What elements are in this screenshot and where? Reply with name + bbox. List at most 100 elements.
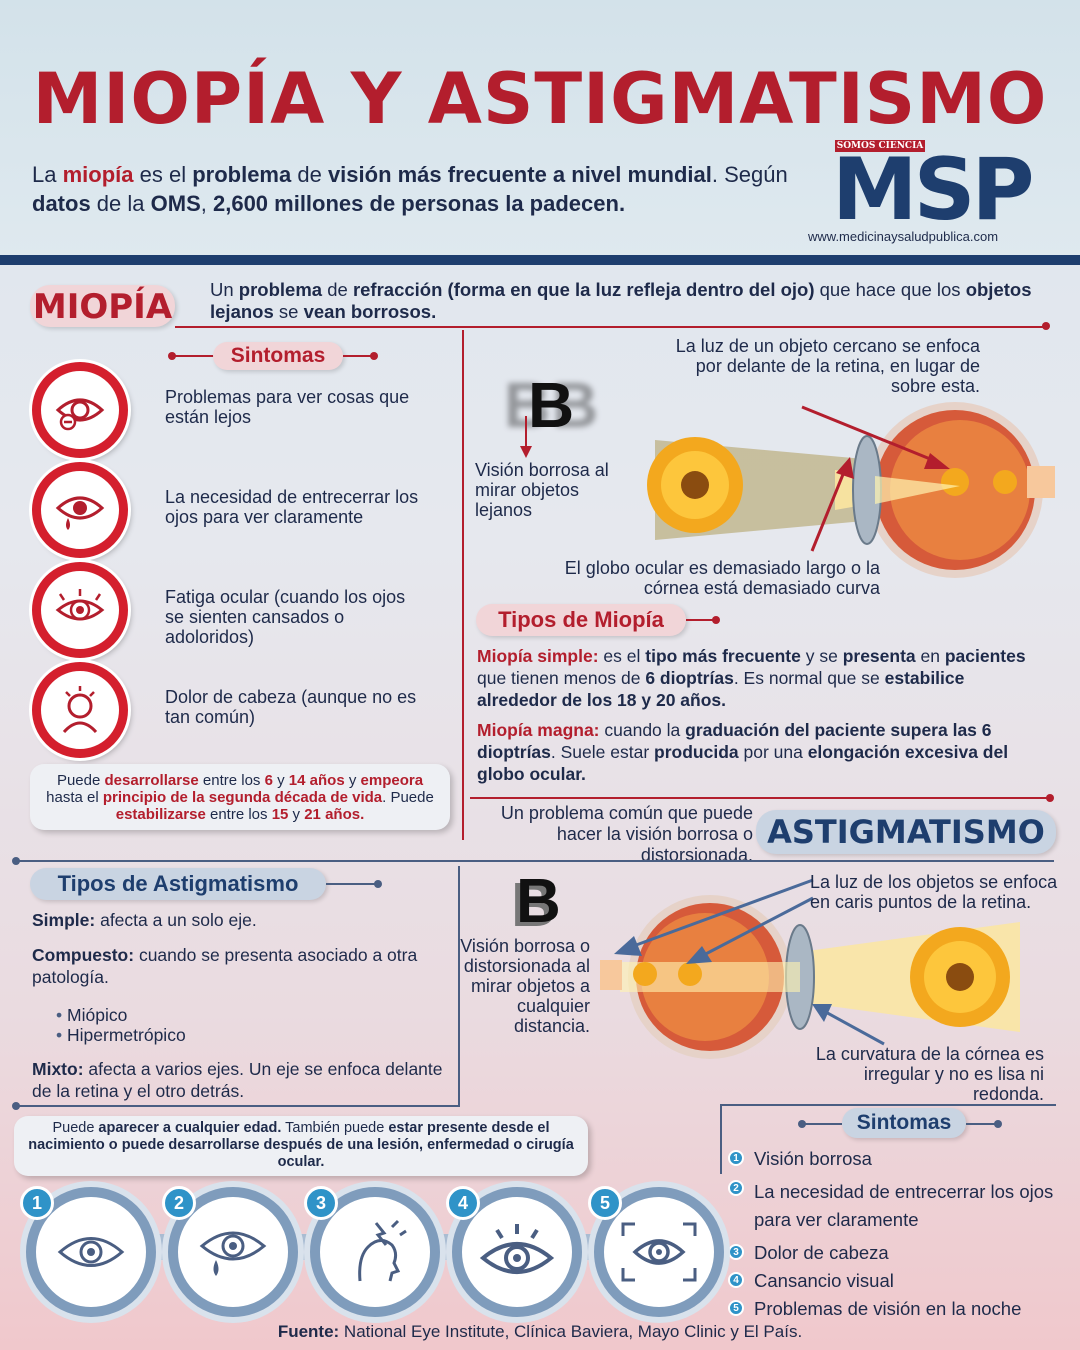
astig-caption-left: Visión borrosa o distorsionada al mirar … <box>460 936 590 1036</box>
astig-bullet-1: • Miópico <box>56 1005 128 1025</box>
rule-dot <box>798 1120 806 1128</box>
intro-text: La miopía es el problema de visión más f… <box>32 162 788 216</box>
page-title: MIOPÍA Y ASTIGMATISMO <box>32 58 1048 140</box>
miopia-vertical-rule <box>462 330 464 840</box>
tearing-eye-icon <box>199 1231 267 1276</box>
rule-dot <box>370 352 378 360</box>
blurred-letter-b: B <box>528 369 575 441</box>
headache-icon <box>358 1219 407 1282</box>
types-line <box>686 619 714 621</box>
eye-rays-icon <box>479 1224 555 1274</box>
symptoms-rule <box>720 1104 1056 1106</box>
rule-dot <box>1046 794 1054 802</box>
rule-dot <box>12 1102 20 1110</box>
astig-compuesto: Compuesto: cuando se presenta asociado a… <box>32 945 418 987</box>
miopia-heading: MIOPÍA <box>30 285 175 327</box>
symptom-circle-4 <box>32 662 128 758</box>
number-badge: 4 <box>728 1272 744 1288</box>
myopia-eye-diagram <box>647 402 1055 578</box>
flower-icon <box>647 437 743 533</box>
tired-eye-icon <box>55 589 105 621</box>
eye-strain-icon <box>55 398 105 431</box>
miopia-definition: Un problema de refracción (forma en que … <box>210 279 1032 322</box>
tearing-eye-icon <box>55 496 105 530</box>
miopia-rule <box>175 326 1045 328</box>
sintomas-line-left <box>800 1123 842 1125</box>
symptoms-vertical-rule <box>720 1104 722 1174</box>
source-footer: Fuente: National Eye Institute, Clínica … <box>277 1322 803 1341</box>
astig-vertical-rule <box>458 866 460 1106</box>
number-badge: 5 <box>588 1186 622 1220</box>
symptom-text-3: Fatiga ocular (cuando los ojos se siente… <box>165 587 406 647</box>
number-badge: 1 <box>728 1150 744 1166</box>
astig-age-note: Puede aparecer a cualquier edad. También… <box>14 1116 588 1176</box>
flower-icon <box>910 927 1010 1027</box>
miopia-age-note: Puede desarrollarse entre los 6 y 14 año… <box>30 764 450 830</box>
rule-dot <box>1042 322 1050 330</box>
header-band <box>0 0 1080 258</box>
symptom-circle-1 <box>32 362 128 458</box>
eye-focus-icon <box>621 1222 697 1282</box>
number-badge: 1 <box>20 1186 54 1220</box>
number-badge: 2 <box>728 1180 744 1196</box>
astig-definition: Un problema común que puede hacer la vis… <box>500 803 753 865</box>
rule-dot <box>994 1120 1002 1128</box>
number-badge: 3 <box>728 1244 744 1260</box>
miopia-simple-text: Miopía simple: es el tipo más frecuente … <box>477 646 1026 710</box>
astig-heading: ASTIGMATISMO <box>756 810 1056 854</box>
sintomas-line-right <box>343 355 373 357</box>
rule-dot <box>168 352 176 360</box>
distorted-letter-b: B <box>516 867 561 936</box>
number-badge: 2 <box>162 1186 196 1220</box>
astig-caption-bottom: La curvatura de la córnea es irregular y… <box>815 1044 1044 1104</box>
sintomas-line-right <box>966 1123 996 1125</box>
logo-tagline: SOMOS CIENCIA <box>835 140 925 152</box>
astig-mid-rule <box>14 1105 460 1107</box>
astig-symptoms-heading: Sintomas <box>842 1108 966 1138</box>
astigmatism-eye-diagram <box>600 895 1020 1059</box>
miopia-caption-bottom: El globo ocular es demasiado largo o la … <box>564 558 880 598</box>
miopia-caption-top: La luz de un objeto cercano se enfoca po… <box>675 336 980 396</box>
symptom-circle-2 <box>32 462 128 558</box>
sintomas-line-left <box>170 355 215 357</box>
miopia-caption-left: Visión borrosa al mirar objetos lejanos <box>475 460 609 520</box>
symptom-text-2: La necesidad de entrecerrar los ojos par… <box>165 487 419 527</box>
symptom-icon-5 <box>594 1187 724 1317</box>
types-line <box>326 883 376 885</box>
miopia-bottom-rule <box>470 797 1050 799</box>
rule-dot <box>374 880 382 888</box>
symptom-text-1: Problemas para ver cosas que están lejos <box>165 387 410 427</box>
astig-types-heading: Tipos de Astigmatismo <box>30 868 326 900</box>
symptom-text-4: Dolor de cabeza (aunque no es tan común) <box>165 687 417 727</box>
number-badge: 4 <box>446 1186 480 1220</box>
astig-caption-top: La luz de los objetos se enfoca en caris… <box>810 872 1058 912</box>
site-url: www.medicinaysaludpublica.com <box>808 229 999 244</box>
astig-rule <box>14 860 1054 862</box>
symptom-circle-3 <box>32 562 128 658</box>
down-arrow-icon <box>520 416 532 458</box>
arrow-to-cornea-icon <box>810 457 854 552</box>
miopia-magna-text: Miopía magna: cuando la graduación del p… <box>477 720 1009 784</box>
astig-simple: Simple: afecta a un solo eje. <box>32 910 257 930</box>
astig-mixto: Mixto: afecta a varios ejes. Un eje se e… <box>32 1059 443 1101</box>
rule-dot <box>12 857 20 865</box>
msp-logo: MSP <box>832 140 1035 240</box>
astig-bullet-2: • Hipermetrópico <box>56 1025 186 1045</box>
rule-dot <box>712 616 720 624</box>
miopia-types-heading: Tipos de Miopía <box>476 604 686 636</box>
headache-icon <box>62 686 98 734</box>
eye-icon <box>57 1237 125 1267</box>
number-badge: 3 <box>304 1186 338 1220</box>
arrow-to-focus-icon <box>801 405 950 469</box>
miopia-symptoms-heading: Sintomas <box>213 342 343 370</box>
arrow-to-cornea-icon <box>812 1004 885 1046</box>
header-divider <box>0 255 1080 265</box>
arrow-to-retina-icon <box>614 878 814 964</box>
number-badge: 5 <box>728 1300 744 1316</box>
